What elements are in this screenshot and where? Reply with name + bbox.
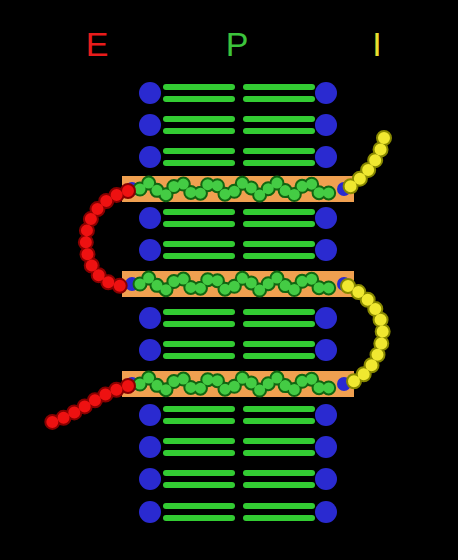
region-label: I	[372, 24, 381, 64]
region-label: P	[226, 24, 249, 64]
helix-bands	[122, 176, 354, 397]
red-loops	[52, 191, 128, 422]
region-label: E	[86, 24, 109, 64]
lipid-rows	[139, 82, 337, 523]
yellow-loops	[348, 138, 384, 384]
